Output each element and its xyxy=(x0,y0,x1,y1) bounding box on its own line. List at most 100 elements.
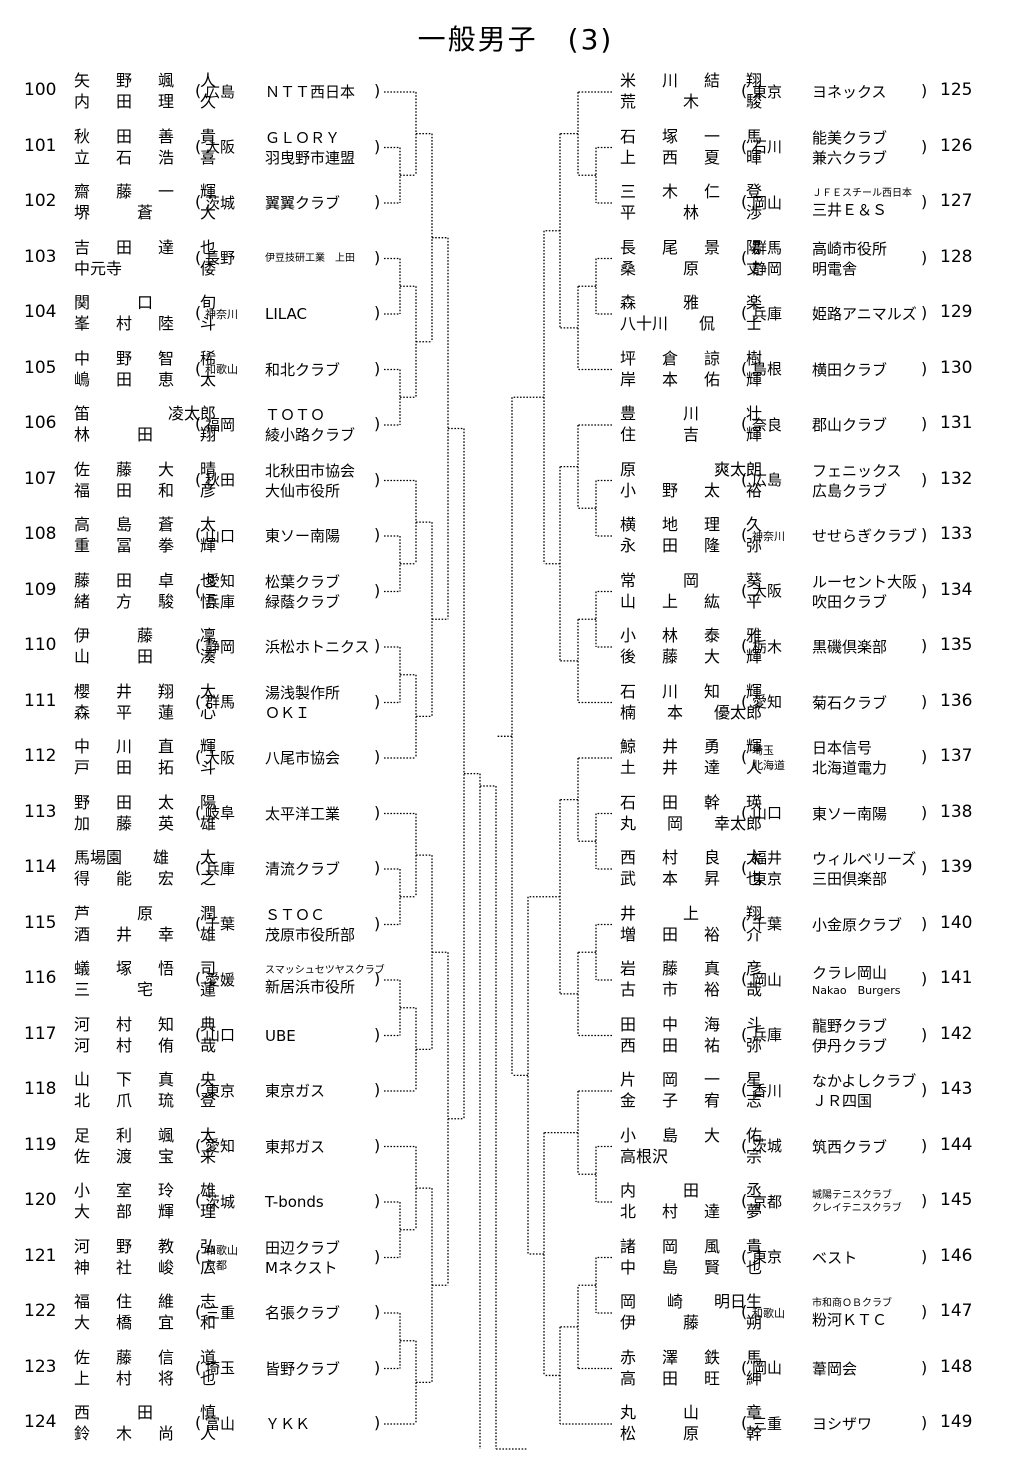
player-name: 重冨拳輝 xyxy=(74,536,216,555)
team-line: ベスト xyxy=(812,1248,858,1267)
team-line: 三井Ｅ＆Ｓ xyxy=(812,200,888,219)
player-names: 野田太陽加藤英雄 xyxy=(74,792,216,834)
prefecture-name: 山口 xyxy=(205,526,236,545)
prefecture: 静岡 xyxy=(205,623,235,671)
team-line: 菊石クラブ xyxy=(812,693,888,712)
team-line: Nakao Burgers xyxy=(812,983,901,997)
seed-number: 131 xyxy=(940,413,973,433)
paren-open: ( xyxy=(741,247,748,267)
prefecture-name: 福岡 xyxy=(205,415,236,434)
seed-number: 111 xyxy=(24,690,57,711)
player-name: 長尾景陽 xyxy=(620,237,762,257)
prefecture-name: 兵庫 xyxy=(752,1026,783,1044)
team-line: 茂原市役所部 xyxy=(265,925,356,944)
paren-open: ( xyxy=(195,81,202,100)
prefecture-name: 東京 xyxy=(752,1248,783,1266)
prefecture-name: 北海道 xyxy=(752,759,785,772)
prefecture: 石川 xyxy=(752,124,782,172)
player-names: 森雅楽八十川侃士 xyxy=(620,292,762,334)
player-name: 常岡葵 xyxy=(620,570,762,590)
player-names: 坪倉諒樹岸本佑輝 xyxy=(620,348,762,390)
player-name: 中元寺倭 xyxy=(74,258,216,278)
player-name: 田中海斗 xyxy=(620,1014,762,1034)
prefecture: 山口 xyxy=(752,790,782,838)
paren-close: ) xyxy=(374,81,381,100)
team-line: 葦岡会 xyxy=(812,1359,858,1378)
team-name: 高崎市役所明電舎 xyxy=(812,235,887,283)
team-name: ウィルベリーズ三田倶楽部 xyxy=(812,845,916,893)
paren-close: ) xyxy=(921,1191,928,1210)
player-name: 金子宥志 xyxy=(620,1091,762,1110)
prefecture-name: 和歌山 xyxy=(752,1306,785,1320)
player-names: 佐藤信道上村将也 xyxy=(74,1347,216,1389)
seed-number: 137 xyxy=(940,746,973,766)
player-name: 赤澤鉄馬 xyxy=(620,1347,762,1367)
paren-close: ) xyxy=(921,1135,928,1155)
player-name: 松原幹 xyxy=(620,1424,762,1443)
player-names: 内田丞北村達夢 xyxy=(620,1180,762,1222)
prefecture: 和歌山 xyxy=(752,1289,785,1337)
prefecture: 茨城 xyxy=(205,1178,235,1226)
seed-number: 118 xyxy=(24,1079,57,1099)
paren-close: ) xyxy=(921,192,928,211)
team-name: せせらぎクラブ xyxy=(812,512,917,560)
prefecture-name: 千葉 xyxy=(752,915,783,933)
player-name: 三木仁登 xyxy=(620,182,762,201)
player-name: 上村将也 xyxy=(74,1368,216,1388)
paren-close: ) xyxy=(921,81,928,100)
player-name: 得能宏之 xyxy=(74,869,216,888)
player-names: 石田幹瑛丸岡幸太郎 xyxy=(620,792,762,834)
prefecture-name: 和歌山 xyxy=(205,1243,238,1257)
paren-open: ( xyxy=(195,303,202,322)
paren-open: ( xyxy=(195,1191,202,1210)
prefecture-name: 山口 xyxy=(752,804,783,822)
team-line: 広島クラブ xyxy=(812,481,888,500)
team-line: 横田クラブ xyxy=(812,360,888,379)
player-names: 石川知輝楠本優太郎 xyxy=(620,681,762,723)
team-line: 市和商ＯＢクラブ xyxy=(812,1297,892,1309)
paren-close: ) xyxy=(921,691,928,711)
prefecture-name: 山口 xyxy=(205,1026,236,1044)
player-name: 平林渉 xyxy=(620,203,762,222)
player-name: 北爪琉登 xyxy=(74,1091,216,1110)
prefecture-name: 岐阜 xyxy=(205,804,236,822)
team-line: ＧＬＯＲＹ xyxy=(265,128,341,147)
team-name: 北秋田市協会大仙市役所 xyxy=(265,457,355,505)
team-line: 小金原クラブ xyxy=(812,915,903,934)
prefecture-name: 栃木 xyxy=(752,637,783,656)
player-name: 坪倉諒樹 xyxy=(620,348,762,368)
player-name: 中川直輝 xyxy=(74,737,216,756)
prefecture: 富山 xyxy=(205,1400,235,1448)
paren-close: ) xyxy=(921,1080,928,1099)
prefecture: 東京 xyxy=(752,68,782,116)
paren-close: ) xyxy=(374,858,381,877)
prefecture: 岡山 xyxy=(752,179,782,227)
team-line: 北海道電力 xyxy=(812,759,888,777)
prefecture: 兵庫 xyxy=(752,290,782,338)
prefecture: 群馬静岡 xyxy=(752,235,782,283)
prefecture: 茨城 xyxy=(205,179,235,227)
prefecture-name: 埼玉 xyxy=(752,744,774,757)
seed-number: 141 xyxy=(940,968,973,988)
prefecture-name: 神奈川 xyxy=(752,529,785,543)
player-name: 佐藤信道 xyxy=(74,1347,216,1367)
team-line: 緑蔭クラブ xyxy=(265,592,341,611)
paren-close: ) xyxy=(374,969,381,988)
paren-close: ) xyxy=(374,1135,381,1155)
player-names: 吉田達也中元寺倭 xyxy=(74,237,216,279)
prefecture: 広島 xyxy=(752,457,782,505)
prefecture-name: 茨城 xyxy=(205,193,236,212)
paren-close: ) xyxy=(921,858,928,877)
player-name: 土井達人 xyxy=(620,758,762,777)
